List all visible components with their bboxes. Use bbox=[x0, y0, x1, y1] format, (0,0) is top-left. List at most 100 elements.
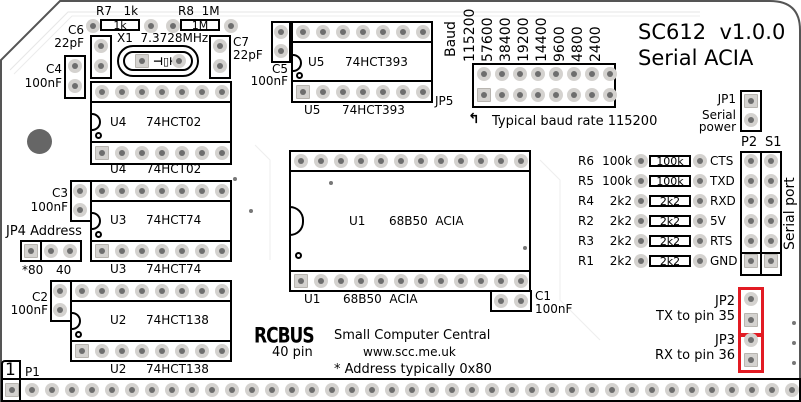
baud-note: Typical baud rate 115200 bbox=[492, 114, 658, 129]
resistor-ref: R2 bbox=[578, 214, 594, 228]
baud-rate-label: 19200 bbox=[516, 17, 532, 62]
jp3-pad[interactable] bbox=[744, 333, 758, 347]
address-note: * Address typically 0x80 bbox=[334, 362, 492, 377]
baud-header: Baud bbox=[443, 21, 459, 57]
u1-pin bbox=[414, 154, 428, 168]
resistor-pad bbox=[693, 214, 707, 228]
u1-pin bbox=[514, 154, 528, 168]
p2-pin bbox=[744, 254, 758, 268]
u4-part: 74HCT02 bbox=[146, 115, 202, 129]
mounting-hole bbox=[27, 129, 52, 154]
u4-pin1-dot bbox=[95, 132, 102, 139]
jp1-line1: Serial bbox=[702, 108, 736, 122]
baud-rate-label: 57600 bbox=[480, 17, 496, 62]
u1-pin bbox=[434, 154, 448, 168]
jp5-outline bbox=[472, 63, 616, 108]
signal-label: RXD bbox=[710, 194, 736, 208]
u3-pin-row bbox=[90, 240, 232, 262]
u2-pin bbox=[75, 344, 89, 358]
u2-pin bbox=[195, 284, 209, 298]
p1-pin bbox=[325, 383, 339, 397]
u2-pin bbox=[155, 344, 169, 358]
u1-pin bbox=[334, 274, 348, 288]
maker-name: Small Computer Central bbox=[334, 328, 491, 343]
jp2-desc: TX to pin 35 bbox=[656, 309, 735, 324]
u2-pin bbox=[215, 284, 229, 298]
u2-ref-outside: U2 bbox=[110, 362, 127, 376]
resistor-pad bbox=[634, 214, 648, 228]
u3-pin bbox=[155, 244, 169, 258]
jp1-pad bbox=[744, 94, 758, 108]
rcbus-logo: RCBUS bbox=[254, 323, 315, 349]
u1-pin bbox=[514, 274, 528, 288]
jp5-pin bbox=[513, 67, 527, 81]
u3-pin bbox=[215, 184, 229, 198]
crystal-outline bbox=[117, 45, 199, 77]
u2-pin bbox=[135, 284, 149, 298]
r8-body: 1M bbox=[180, 19, 220, 31]
board-version: v1.0.0 bbox=[719, 20, 786, 44]
u3-pin bbox=[115, 244, 129, 258]
jp4-outline bbox=[40, 240, 82, 262]
baud-rate-label: 14400 bbox=[534, 17, 550, 62]
p1-pin bbox=[345, 383, 359, 397]
jp3-pad[interactable] bbox=[744, 353, 758, 367]
jp5-pin bbox=[495, 88, 509, 102]
resistor-value: 2k2 bbox=[609, 234, 632, 248]
r7-body: 1k bbox=[100, 19, 140, 31]
u3-pin bbox=[155, 184, 169, 198]
u1-pin bbox=[494, 154, 508, 168]
maker-url: www.scc.me.uk bbox=[363, 345, 456, 359]
u3-pin bbox=[115, 184, 129, 198]
x1-label: X1 7.3728MHz bbox=[117, 31, 209, 45]
jp5-pin bbox=[531, 67, 545, 81]
u2-pin-row bbox=[70, 280, 232, 302]
u1-pin bbox=[294, 274, 308, 288]
c6-ref: C6 bbox=[67, 23, 84, 37]
p1-pin bbox=[785, 383, 799, 397]
c3-pad bbox=[73, 203, 87, 217]
u2-pin bbox=[75, 284, 89, 298]
serial-port-label: Serial port bbox=[782, 177, 798, 250]
c2-pad bbox=[53, 303, 67, 317]
u4-pin bbox=[195, 85, 209, 99]
p2-label: P2 bbox=[741, 135, 758, 150]
resistor-body: 2k2 bbox=[649, 195, 691, 207]
s1-pin bbox=[764, 174, 778, 188]
u1-pin bbox=[354, 154, 368, 168]
p1-pin bbox=[405, 383, 419, 397]
p2-pin bbox=[744, 234, 758, 248]
resistor-value: 100k bbox=[602, 174, 632, 188]
x1-pad bbox=[135, 54, 149, 68]
p1-pin bbox=[105, 383, 119, 397]
p1-pin bbox=[65, 383, 79, 397]
c4-outline bbox=[64, 55, 86, 99]
u4-pin bbox=[115, 85, 129, 99]
c7-value: 22pF bbox=[233, 48, 263, 62]
jp4-option-40: 40 bbox=[56, 263, 72, 277]
p1-pin bbox=[125, 383, 139, 397]
u5-pin bbox=[316, 25, 330, 39]
u2-pin bbox=[175, 284, 189, 298]
c6-outline bbox=[90, 35, 112, 79]
baud-rate-label: 4800 bbox=[570, 26, 586, 62]
c4-pad bbox=[68, 79, 82, 93]
jp4-option-80: *80 bbox=[22, 263, 44, 277]
r8-pad bbox=[166, 19, 180, 33]
signal-label: CTS bbox=[710, 154, 734, 168]
jp2-pad[interactable] bbox=[744, 292, 758, 306]
u2-part: 74HCT138 bbox=[146, 313, 209, 327]
resistor-body: 2k2 bbox=[649, 235, 691, 247]
u1-pin bbox=[474, 154, 488, 168]
p1-pin bbox=[165, 383, 179, 397]
u1-pin bbox=[394, 274, 408, 288]
c7-pad bbox=[213, 39, 227, 53]
c3-ref: C3 bbox=[51, 186, 68, 200]
u4-pin bbox=[115, 146, 129, 160]
u5-pin bbox=[376, 85, 390, 99]
jp2-pad[interactable] bbox=[744, 313, 758, 327]
jp5-ref: JP5 bbox=[435, 94, 454, 108]
jp5-pin bbox=[531, 88, 545, 102]
u2-pin bbox=[215, 344, 229, 358]
resistor-body: 2k2 bbox=[649, 215, 691, 227]
